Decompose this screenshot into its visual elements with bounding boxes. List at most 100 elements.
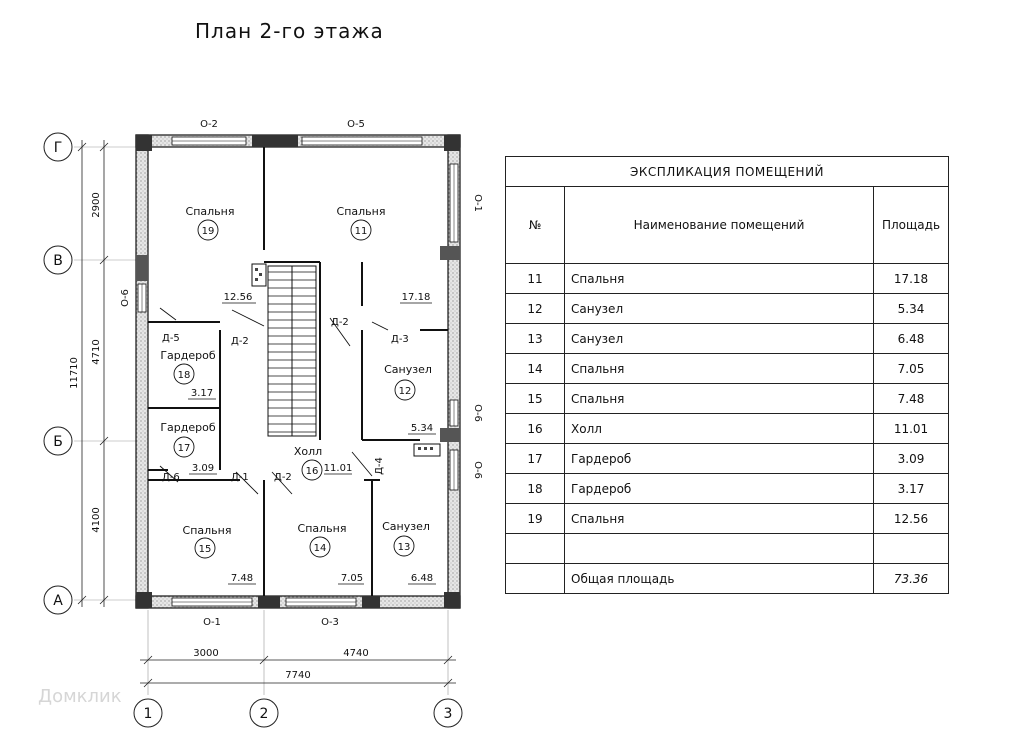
svg-text:7.05: 7.05	[341, 573, 363, 584]
door-label-d4: Д-4	[374, 457, 385, 475]
svg-text:16: 16	[306, 466, 319, 477]
cell-area: 3.17	[873, 473, 949, 504]
col-header-area: Площадь	[873, 186, 949, 264]
table-row: 11 Спальня 17.18	[505, 263, 949, 294]
opening-label-right-mid: О-6	[472, 404, 483, 422]
axis-bubble-2: 2	[249, 698, 279, 728]
table-title-row: ЭКСПЛИКАЦИЯ ПОМЕЩЕНИЙ	[505, 156, 949, 187]
svg-text:18: 18	[178, 370, 191, 381]
dim-7740: 7740	[285, 670, 310, 681]
cell-area: 3.09	[873, 443, 949, 474]
svg-text:6.48: 6.48	[411, 573, 433, 584]
cell-num: 16	[505, 413, 565, 444]
stair-steps	[268, 271, 316, 433]
table-row: 18 Гардероб 3.17	[505, 473, 949, 504]
table-title: ЭКСПЛИКАЦИЯ ПОМЕЩЕНИЙ	[505, 156, 949, 187]
cell-num	[505, 563, 565, 594]
cell-name: Спальня	[564, 353, 874, 384]
svg-text:12.56: 12.56	[224, 292, 253, 303]
table-row: 16 Холл 11.01	[505, 413, 949, 444]
room-16: Холл 16 11.01	[294, 445, 353, 481]
svg-text:Б: Б	[53, 434, 63, 450]
cell-name: Спальня	[564, 383, 874, 414]
dim-4740: 4740	[343, 648, 368, 659]
svg-text:Гардероб: Гардероб	[160, 421, 216, 434]
cell-name: Спальня	[564, 263, 874, 294]
plan-title: План 2-го этажа	[195, 19, 384, 43]
explication-table: ЭКСПЛИКАЦИЯ ПОМЕЩЕНИЙ № Наименование пом…	[505, 156, 949, 594]
door-swings	[159, 307, 389, 495]
axis-bubble-3: 3	[433, 698, 463, 728]
cell-area	[873, 533, 949, 564]
door-label-d1: Д-1	[231, 472, 249, 483]
svg-text:Санузел: Санузел	[382, 520, 430, 533]
svg-text:14: 14	[314, 543, 327, 554]
room-17: Гардероб 17 3.09	[160, 421, 217, 475]
total-value: 73.36	[873, 563, 949, 594]
dim-3000: 3000	[193, 648, 218, 659]
cell-num: 14	[505, 353, 565, 384]
svg-text:Спальня: Спальня	[183, 524, 232, 537]
svg-text:Спальня: Спальня	[337, 205, 386, 218]
table-row: 17 Гардероб 3.09	[505, 443, 949, 474]
col-header-num: №	[505, 186, 565, 264]
total-label: Общая площадь	[564, 563, 874, 594]
table-header-row: № Наименование помещений Площадь	[505, 186, 949, 264]
dim-11710: 11710	[69, 357, 80, 389]
cell-num: 13	[505, 323, 565, 354]
svg-text:А: А	[53, 593, 63, 609]
cell-name: Гардероб	[564, 473, 874, 504]
cell-area: 11.01	[873, 413, 949, 444]
opening-label-bottom-left: О-1	[203, 617, 221, 628]
cell-num: 15	[505, 383, 565, 414]
horizontal-dimensions	[140, 655, 456, 688]
cell-area: 5.34	[873, 293, 949, 324]
room-12: Санузел 12 5.34	[384, 363, 436, 435]
svg-text:12: 12	[399, 386, 412, 397]
interior-walls	[148, 147, 448, 596]
cell-num: 12	[505, 293, 565, 324]
table-row: 19 Спальня 12.56	[505, 503, 949, 534]
window-midlines	[141, 140, 455, 603]
table-row-empty	[505, 533, 949, 564]
door-label-d6: Д-6	[162, 472, 180, 483]
room-14: Спальня 14 7.05	[298, 522, 364, 585]
axis-lines	[74, 146, 449, 695]
opening-label-left-mid: О-6	[120, 289, 131, 307]
vent-shaft-top	[251, 263, 267, 287]
vertical-dimensions	[77, 140, 109, 607]
svg-text:17.18: 17.18	[402, 292, 431, 303]
svg-text:Гардероб: Гардероб	[160, 349, 216, 362]
vent-shaft-bottom	[413, 443, 441, 457]
opening-label-top-right: О-5	[347, 119, 365, 130]
cell-area: 7.05	[873, 353, 949, 384]
table-row: 12 Санузел 5.34	[505, 293, 949, 324]
svg-text:Холл: Холл	[294, 445, 322, 458]
room-15: Спальня 15 7.48	[183, 524, 256, 585]
svg-text:19: 19	[202, 226, 215, 237]
room-11: Спальня 11 17.18	[337, 205, 432, 304]
svg-text:13: 13	[398, 542, 411, 553]
cell-name: Санузел	[564, 293, 874, 324]
cell-name: Гардероб	[564, 443, 874, 474]
cell-name	[564, 533, 874, 564]
cell-name: Санузел	[564, 323, 874, 354]
room-18: Гардероб 18 3.17	[160, 349, 216, 400]
opening-label-right-low: О-6	[472, 461, 483, 479]
svg-text:3.09: 3.09	[192, 463, 214, 474]
opening-label-top-left: О-2	[200, 119, 218, 130]
cell-num	[505, 533, 565, 564]
dim-4100: 4100	[91, 507, 102, 532]
cell-num: 19	[505, 503, 565, 534]
door-label-d2-a: Д-2	[231, 336, 249, 347]
svg-text:В: В	[53, 253, 63, 269]
svg-text:7.48: 7.48	[231, 573, 253, 584]
opening-label-bottom-right: О-3	[321, 617, 339, 628]
svg-text:11.01: 11.01	[324, 463, 353, 474]
cell-num: 18	[505, 473, 565, 504]
svg-text:Спальня: Спальня	[298, 522, 347, 535]
dim-2900: 2900	[91, 192, 102, 217]
axis-bubble-b: Б	[43, 426, 73, 456]
svg-text:Санузел: Санузел	[384, 363, 432, 376]
